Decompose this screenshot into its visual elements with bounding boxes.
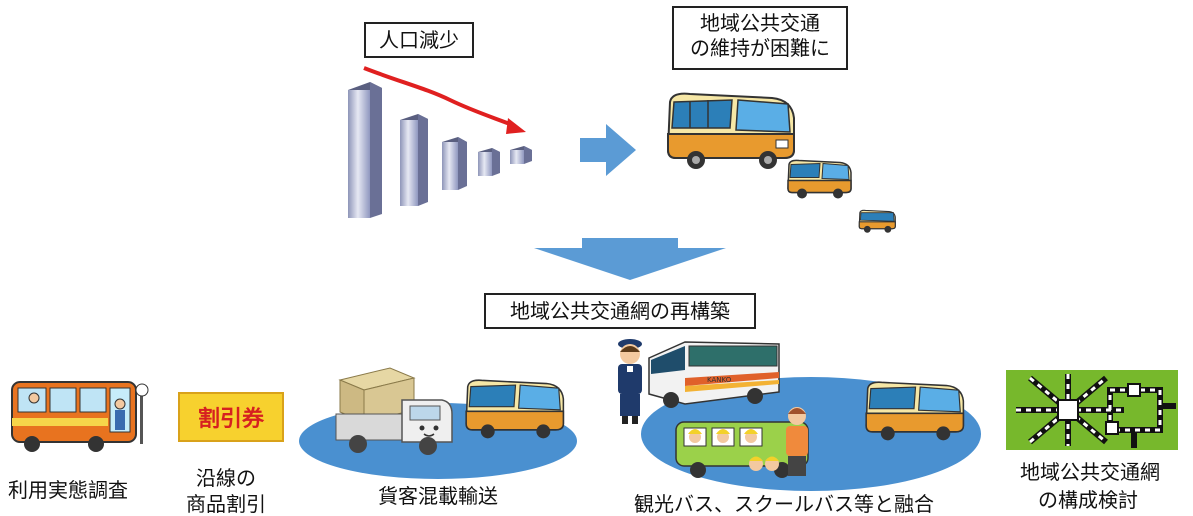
bar-chart-decline-icon [348,66,532,218]
network-map-icon [1006,370,1178,450]
right-arrow-icon [580,124,636,176]
usage-survey-caption: 利用実態調査 [8,478,128,502]
network-rebuild-label: 地域公共交通網の再構築 [484,293,756,329]
bus-guide-icon [618,339,642,424]
down-arrow-icon [534,238,726,280]
delivery-truck-icon [335,367,453,455]
discount-ticket-text: 割引券 [197,407,264,432]
discount-caption-line2: 商品割引 [186,492,266,516]
population-decline-text: 人口減少 [379,28,459,52]
transit-difficulty-line2: の維持が困難に [690,36,830,60]
transit-difficulty-label: 地域公共交通 の維持が困難に [672,6,848,70]
bus-icon [865,381,965,441]
discount-caption-line1: 沿線の [196,466,256,490]
network-rebuild-text: 地域公共交通網の再構築 [510,299,730,323]
bus-icon [666,92,795,169]
teacher-icon [786,407,808,476]
discount-ticket-icon: 割引券 [178,392,284,442]
bus-icon [465,379,565,439]
school-bus-icon [675,421,809,478]
bus-icon [858,209,896,233]
transit-difficulty-line1: 地域公共交通 [700,11,820,35]
bus-side-text: KANKO [707,376,732,384]
local-bus-icon [11,381,149,452]
tour-school-caption: 観光バス、スクールバス等と融合 [634,492,934,516]
bus-icon [787,159,852,199]
network-study-caption-line2: の構成検討 [1038,488,1138,512]
network-study-caption-line1: 地域公共交通網 [1020,460,1160,484]
population-decline-label: 人口減少 [364,22,474,58]
mixed-transport-caption: 貨客混載輸送 [378,484,498,508]
tour-bus-icon: KANKO [648,341,780,408]
